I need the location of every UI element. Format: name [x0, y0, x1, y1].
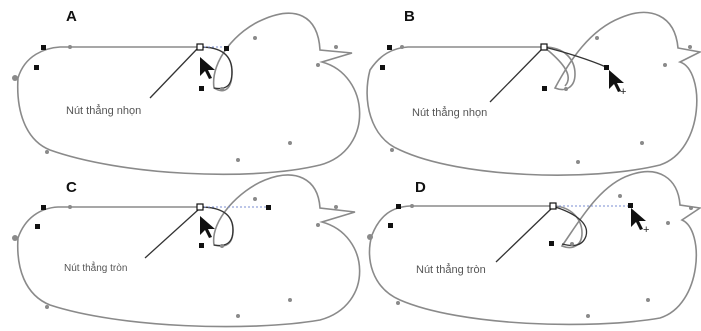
- panel-a-caption: Nút thẳng nhọn: [66, 104, 141, 117]
- panel-a-selected-node: [196, 43, 204, 51]
- panel-d-node: [388, 223, 393, 228]
- panel-d: D + Nút thẳng tròn: [367, 170, 701, 326]
- panel-c-node: [253, 197, 257, 201]
- panel-c-letter: C: [66, 179, 77, 196]
- panel-b-pointer-line: [489, 49, 542, 103]
- panel-d-handle-curve: [551, 205, 588, 247]
- panel-b-node: [640, 141, 644, 145]
- panel-b-node: [390, 148, 394, 152]
- panel-c-node: [288, 298, 292, 302]
- panel-b-node: [564, 87, 568, 91]
- panel-a-pointer-line: [149, 48, 198, 99]
- panel-d-node: [586, 314, 590, 318]
- panel-b-node: [663, 63, 667, 67]
- panel-d-node: [628, 203, 633, 208]
- panel-b-handle-line: [543, 46, 607, 68]
- panel-c-node: [199, 243, 204, 248]
- panel-c-node: [41, 205, 46, 210]
- panel-a-node: [41, 45, 46, 50]
- panel-d-node: [367, 234, 373, 240]
- panel-a-node: [220, 87, 224, 91]
- panel-b-node: [595, 36, 599, 40]
- panel-b-node: [387, 45, 392, 50]
- panel-c-node: [45, 305, 49, 309]
- panel-d-pointer-line: [495, 208, 552, 263]
- panel-b-node: [688, 45, 692, 49]
- panel-a-node: [12, 75, 18, 81]
- panel-d-selected-node: [549, 202, 557, 210]
- panel-a-cursor-icon: [200, 57, 215, 79]
- panel-c-node: [334, 205, 338, 209]
- panel-b-node: [400, 45, 404, 49]
- panel-d-node: [689, 206, 693, 210]
- panel-c: C Nút thẳng tròn: [12, 174, 361, 328]
- panel-b-node: [576, 160, 580, 164]
- panel-c-node: [220, 244, 224, 248]
- panel-c-selected-node: [196, 203, 204, 211]
- panel-a-node: [253, 36, 257, 40]
- panel-a-node: [316, 63, 320, 67]
- panel-a-node: [236, 158, 240, 162]
- panel-c-node: [266, 205, 271, 210]
- panel-a-node: [334, 45, 338, 49]
- panel-d-letter: D: [415, 179, 426, 196]
- panel-d-node: [646, 298, 650, 302]
- panel-d-node: [570, 242, 574, 246]
- panel-d-node: [549, 241, 554, 246]
- panel-c-pointer-line: [144, 209, 199, 259]
- panel-d-caption: Nút thẳng tròn: [416, 263, 486, 276]
- panel-a: A Nút thẳng nhọn: [12, 8, 361, 176]
- panel-c-node: [236, 314, 240, 318]
- panel-c-duck-outline: [16, 174, 361, 328]
- panel-c-node: [68, 205, 72, 209]
- panel-b-node: [542, 86, 547, 91]
- panel-c-node: [316, 223, 320, 227]
- panel-d-node: [410, 204, 414, 208]
- panel-c-caption: Nút thẳng tròn: [64, 261, 127, 274]
- panel-d-node: [618, 194, 622, 198]
- panel-b-node: [380, 65, 385, 70]
- panel-a-duck-outline: [16, 12, 361, 176]
- panel-a-node: [224, 46, 229, 51]
- panel-b-letter: B: [404, 8, 415, 25]
- panel-a-node: [68, 45, 72, 49]
- panel-a-node: [34, 65, 39, 70]
- panel-c-node: [35, 224, 40, 229]
- panel-b-cursor-icon: [609, 70, 624, 92]
- panel-d-node: [666, 221, 670, 225]
- panel-d-node: [396, 204, 401, 209]
- panel-a-node: [288, 141, 292, 145]
- panel-b: B + Nút thẳng nhọn: [366, 8, 701, 176]
- panel-b-inner-curve: [543, 46, 569, 87]
- panel-b-selected-node: [540, 43, 548, 51]
- panel-b-caption: Nút thẳng nhọn: [412, 106, 487, 119]
- panel-b-plus-icon: +: [620, 86, 626, 98]
- panel-a-node: [45, 150, 49, 154]
- panel-d-plus-icon: +: [643, 224, 649, 236]
- panel-a-node: [199, 86, 204, 91]
- panel-c-cursor-icon: [200, 216, 215, 238]
- panel-c-node: [12, 235, 18, 241]
- panel-d-cursor-icon: [631, 208, 646, 230]
- panel-d-node: [396, 301, 400, 305]
- panel-d-duck-outline: [368, 170, 701, 326]
- panel-b-duck-outline: [366, 11, 701, 176]
- panel-a-letter: A: [66, 8, 77, 25]
- panel-b-node: [604, 65, 609, 70]
